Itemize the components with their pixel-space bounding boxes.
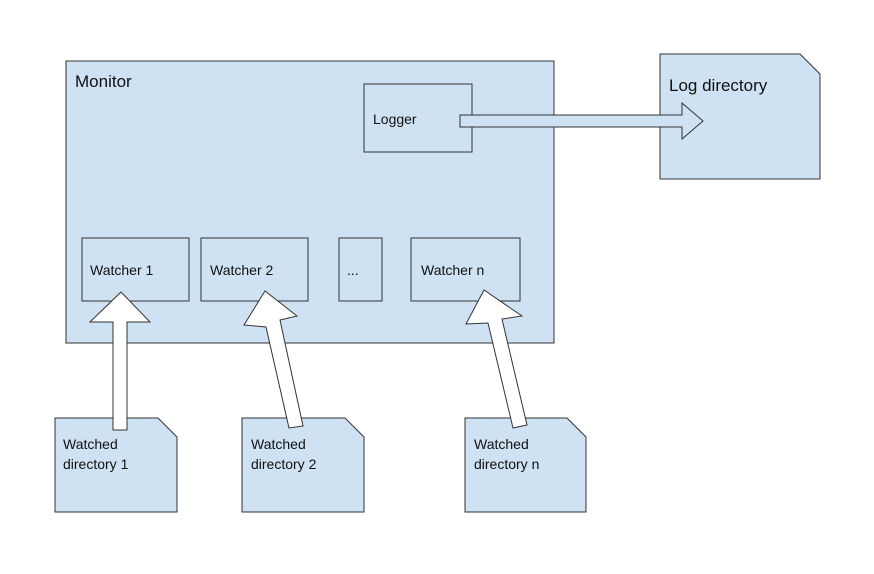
watched-directory-2-line1: Watched bbox=[251, 436, 306, 452]
watched-directory-1-shape bbox=[54, 417, 178, 513]
watcher-ellipsis-box bbox=[338, 237, 383, 302]
watcher-ellipsis-label: ... bbox=[347, 262, 359, 278]
watched-directory-n-line2: directory n bbox=[474, 456, 539, 472]
watched-directory-1-line2: directory 1 bbox=[63, 456, 129, 472]
watched-directory-n-line1: Watched bbox=[474, 436, 529, 452]
watcher-2-box bbox=[200, 237, 309, 302]
log-directory-label: Log directory bbox=[669, 76, 768, 95]
watcher-2-label: Watcher 2 bbox=[210, 262, 273, 278]
directory-2-to-watcher-2-arrow bbox=[243, 290, 304, 429]
watcher-n-box bbox=[410, 237, 521, 302]
logger-label: Logger bbox=[373, 111, 417, 127]
watcher-1-label: Watcher 1 bbox=[90, 262, 153, 278]
logger-box bbox=[363, 83, 473, 153]
watched-directory-2-shape bbox=[241, 417, 365, 513]
directory-1-to-watcher-1-arrow bbox=[88, 291, 152, 431]
directory-n-to-watcher-n-arrow bbox=[465, 289, 528, 429]
monitor-label: Monitor bbox=[75, 72, 132, 91]
log-directory-shape bbox=[659, 53, 821, 180]
watched-directory-1-line1: Watched bbox=[63, 436, 118, 452]
watched-directory-2-line2: directory 2 bbox=[251, 456, 317, 472]
watcher-1-box bbox=[81, 237, 190, 302]
logger-to-log-directory-arrow bbox=[459, 101, 704, 141]
watcher-n-label: Watcher n bbox=[421, 262, 484, 278]
watched-directory-n-shape bbox=[464, 417, 587, 513]
